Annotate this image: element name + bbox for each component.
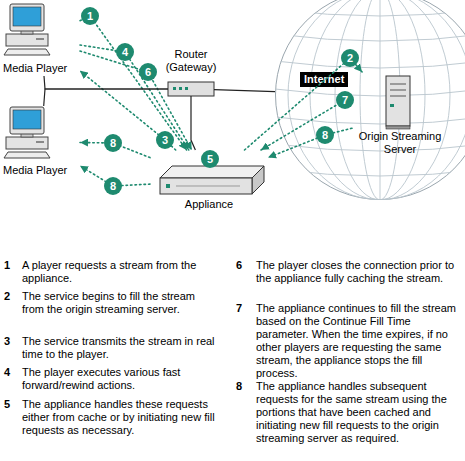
stream-arrow (80, 51, 192, 150)
router-icon (168, 82, 214, 96)
network-wire (191, 96, 195, 150)
step-text: The service transmits the stream in real… (22, 335, 218, 361)
step-number: 6 (236, 259, 250, 272)
step-text: A player requests a stream from the appl… (22, 259, 218, 285)
step-text: The player executes various fast forward… (22, 366, 218, 392)
stream-arrow (80, 45, 189, 150)
stream-arrow (245, 58, 363, 150)
callout-number: 5 (201, 150, 219, 168)
computer-icon (4, 107, 50, 158)
cloud-label: Internet (300, 72, 348, 87)
computer-icon (4, 4, 50, 55)
callout-number: 7 (336, 91, 354, 109)
step-number: 8 (236, 380, 250, 393)
media-player: Media Player (2, 2, 80, 76)
step-number: 1 (4, 259, 18, 272)
callout-number: 6 (139, 63, 157, 81)
callout-number: 8 (104, 134, 122, 152)
step-number: 5 (4, 398, 18, 411)
network-wire (44, 89, 168, 106)
callout-number: 3 (156, 131, 174, 149)
node-label: Media Player (3, 62, 80, 75)
server-box: Origin Streaming Server (352, 72, 448, 160)
step-text: The appliance continues to fill the stre… (256, 302, 461, 380)
stream-arrow (80, 71, 176, 150)
step-number: 7 (236, 302, 250, 315)
node-label: Origin Streaming Server (352, 130, 448, 156)
internet-globe: InternetOrigin Streaming Server (275, 0, 465, 200)
stream-arrow (261, 100, 352, 150)
node-label: Router (Gateway) (158, 48, 224, 74)
appliance-icon (160, 166, 264, 194)
step-text: The appliance handles subsequent request… (256, 380, 461, 445)
callout-number: 8 (104, 177, 122, 195)
globe-grid (275, 0, 465, 200)
globe-circle (276, 0, 465, 200)
callout-number: 1 (81, 7, 99, 25)
server-icon (386, 76, 410, 129)
router-box: Router (Gateway) (168, 82, 214, 96)
network-wire (214, 90, 275, 92)
globe-outline (275, 0, 465, 200)
stream-arrow (80, 16, 187, 150)
media-player: Media Player (2, 106, 80, 178)
node-label: Appliance (150, 198, 268, 211)
callout-number: 4 (116, 43, 134, 61)
node-label: Media Player (3, 164, 80, 177)
step-text: The appliance handles these requests eit… (22, 398, 218, 437)
step-number: 4 (4, 366, 18, 379)
step-text: The player closes the connection prior t… (256, 259, 461, 285)
stream-arrow (268, 128, 352, 157)
callout-number: 2 (341, 49, 359, 67)
step-text: The service begins to fill the stream fr… (22, 290, 218, 316)
callout-number: 8 (316, 126, 334, 144)
step-number: 2 (4, 290, 18, 303)
step-number: 3 (4, 335, 18, 348)
